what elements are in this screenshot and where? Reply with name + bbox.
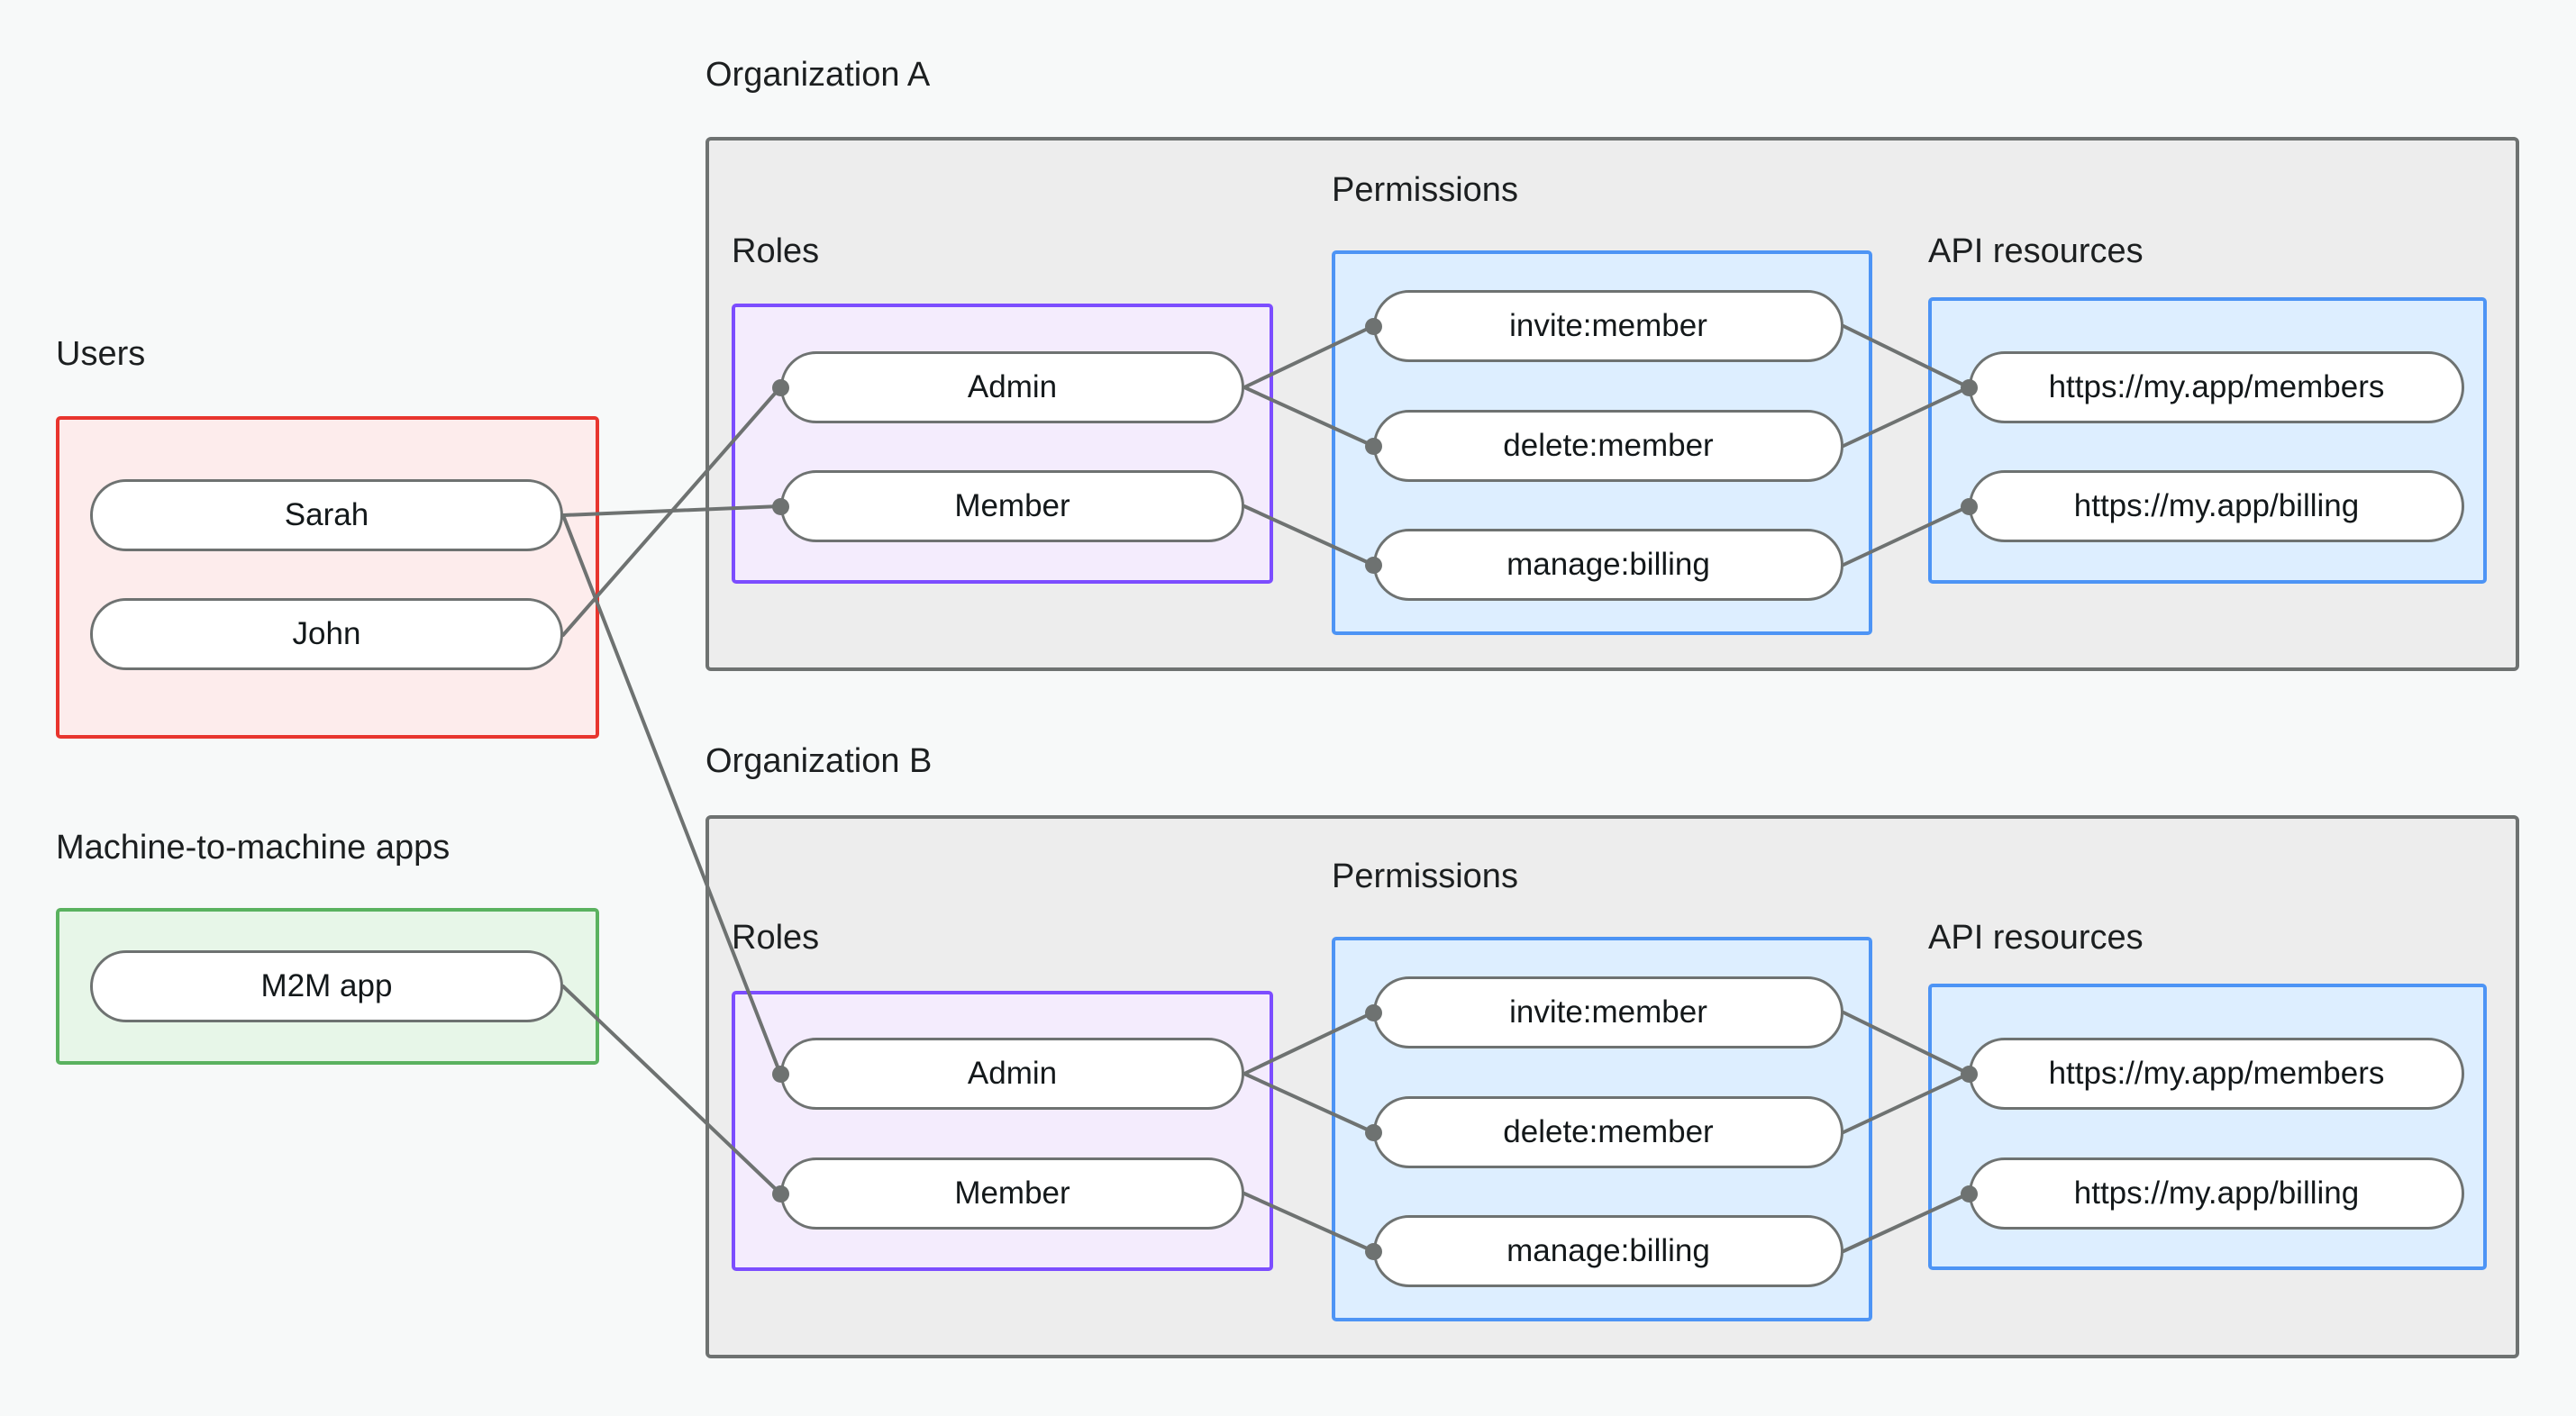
anchor-dot bbox=[1961, 1185, 1978, 1203]
anchor-dot bbox=[1365, 1004, 1382, 1021]
org-a-permission-invite-member[interactable]: invite:member bbox=[1373, 290, 1843, 362]
anchor-dot bbox=[1365, 1124, 1382, 1141]
org-a-title: Organization A bbox=[705, 56, 931, 94]
org-a-api-members[interactable]: https://my.app/members bbox=[1969, 351, 2464, 423]
anchor-dot bbox=[772, 498, 789, 515]
user-sarah[interactable]: Sarah bbox=[90, 479, 563, 551]
anchor-dot bbox=[1365, 557, 1382, 574]
org-a-permission-manage-billing[interactable]: manage:billing bbox=[1373, 529, 1843, 601]
users-title: Users bbox=[56, 335, 146, 373]
org-b-role-admin[interactable]: Admin bbox=[780, 1038, 1244, 1110]
org-b-api-members[interactable]: https://my.app/members bbox=[1969, 1038, 2464, 1110]
user-john[interactable]: John bbox=[90, 598, 563, 670]
org-b-api-billing[interactable]: https://my.app/billing bbox=[1969, 1157, 2464, 1230]
m2m-app[interactable]: M2M app bbox=[90, 950, 563, 1022]
org-b-api-title: API resources bbox=[1928, 919, 2144, 957]
org-a-api-title: API resources bbox=[1928, 232, 2144, 270]
org-a-role-member[interactable]: Member bbox=[780, 470, 1244, 542]
org-a-api-billing[interactable]: https://my.app/billing bbox=[1969, 470, 2464, 542]
anchor-dot bbox=[1365, 318, 1382, 335]
anchor-dot bbox=[1961, 379, 1978, 396]
machine-apps-title: Machine-to-machine apps bbox=[56, 829, 451, 867]
anchor-dot bbox=[1365, 438, 1382, 455]
anchor-dot bbox=[772, 1185, 789, 1203]
org-b-permission-invite-member[interactable]: invite:member bbox=[1373, 976, 1843, 1048]
org-b-permissions-title: Permissions bbox=[1332, 858, 1518, 895]
anchor-dot bbox=[772, 1066, 789, 1083]
org-b-role-member[interactable]: Member bbox=[780, 1157, 1244, 1230]
users-container bbox=[56, 416, 599, 739]
anchor-dot bbox=[1961, 1066, 1978, 1083]
anchor-dot bbox=[772, 379, 789, 396]
org-b-permission-delete-member[interactable]: delete:member bbox=[1373, 1096, 1843, 1168]
org-b-permission-manage-billing[interactable]: manage:billing bbox=[1373, 1215, 1843, 1287]
org-b-roles-title: Roles bbox=[732, 919, 820, 957]
anchor-dot bbox=[1961, 498, 1978, 515]
anchor-dot bbox=[1365, 1243, 1382, 1260]
org-b-title: Organization B bbox=[705, 742, 933, 780]
org-a-role-admin[interactable]: Admin bbox=[780, 351, 1244, 423]
org-a-roles-title: Roles bbox=[732, 232, 820, 270]
org-a-permission-delete-member[interactable]: delete:member bbox=[1373, 410, 1843, 482]
org-a-permissions-title: Permissions bbox=[1332, 171, 1518, 209]
